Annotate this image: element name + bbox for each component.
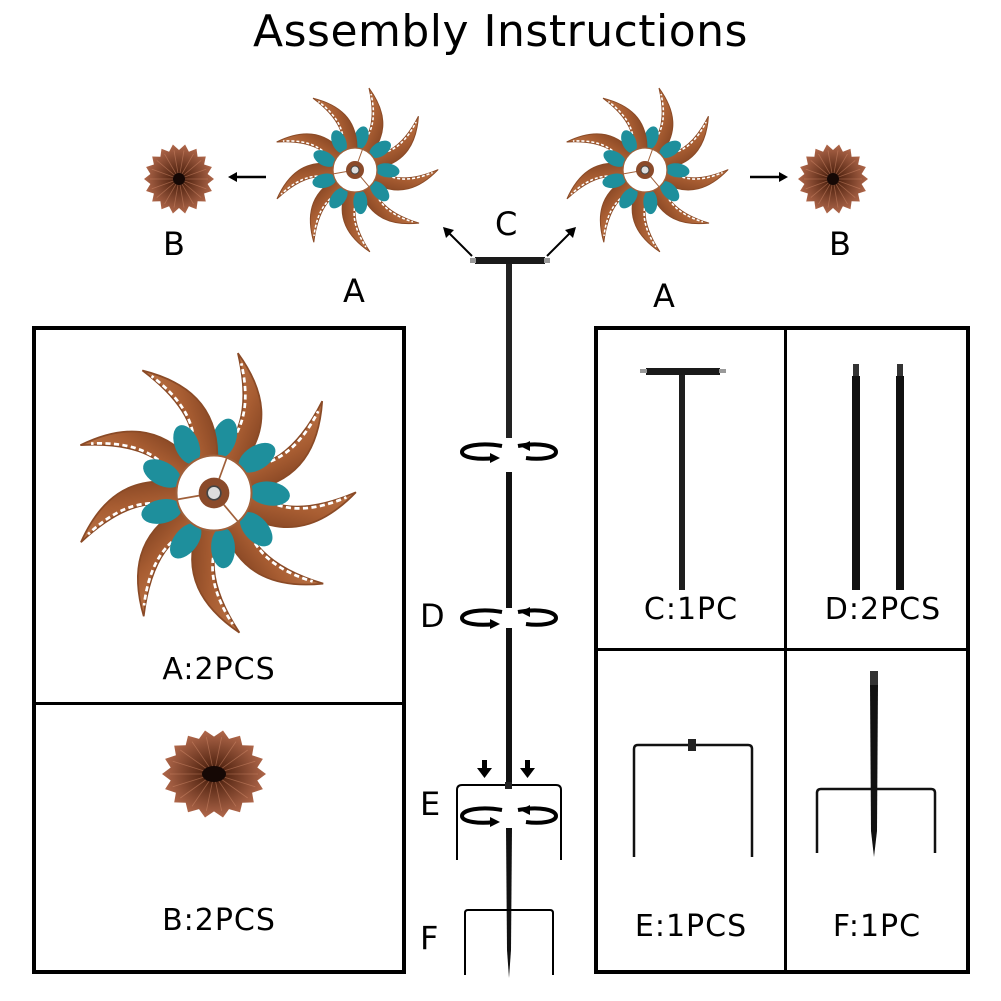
label-b-left: B bbox=[163, 225, 185, 263]
parts-box-right: C:1PC D:2PCS E:1PCS F:1PC bbox=[594, 326, 970, 974]
stake-image bbox=[815, 671, 937, 857]
part-caption-b: B:2PCS bbox=[162, 903, 276, 938]
part-caption-c: C:1PC bbox=[643, 592, 739, 627]
part-card-d: D:2PCS bbox=[787, 330, 967, 648]
divider bbox=[36, 702, 402, 705]
twist-arrow-icon bbox=[459, 805, 559, 827]
t-bar-image bbox=[640, 368, 726, 590]
part-caption-d: D:2PCS bbox=[824, 592, 942, 627]
twist-arrow-icon bbox=[459, 441, 559, 463]
pinwheel-a-right bbox=[566, 87, 729, 253]
part-caption-f: F:1PC bbox=[832, 909, 922, 944]
bracket-image bbox=[632, 739, 754, 857]
pinwheel-a-left bbox=[276, 87, 439, 253]
end-cap-image bbox=[162, 730, 266, 818]
label-d: D bbox=[420, 597, 445, 635]
part-card-a: A:2PCS bbox=[36, 330, 402, 702]
cap-b-right bbox=[798, 144, 868, 214]
assembled-pole bbox=[456, 257, 562, 978]
part-card-f: F:1PC bbox=[787, 651, 967, 971]
down-arrow-icon bbox=[520, 760, 535, 778]
part-card-c: C:1PC bbox=[598, 330, 784, 648]
cap-b-left bbox=[144, 144, 214, 214]
arrow-up-right-icon bbox=[546, 227, 576, 257]
label-b-right: B bbox=[829, 225, 851, 263]
grid-divider-h bbox=[598, 648, 966, 651]
label-c: C bbox=[495, 205, 518, 243]
label-a-left: A bbox=[343, 272, 365, 310]
part-caption-e: E:1PCS bbox=[634, 909, 748, 944]
down-arrow-icon bbox=[477, 760, 492, 778]
twist-arrow-icon bbox=[459, 607, 559, 629]
page-title: Assembly Instructions bbox=[253, 6, 748, 57]
arrow-right-icon bbox=[750, 172, 788, 182]
label-e: E bbox=[420, 785, 441, 823]
part-card-e: E:1PCS bbox=[598, 651, 784, 971]
label-f: F bbox=[420, 919, 439, 957]
label-a-right: A bbox=[653, 277, 675, 315]
parts-box-left: A:2PCS B:2PCS bbox=[32, 326, 406, 974]
arrow-left-icon bbox=[228, 172, 266, 182]
pinwheel-image bbox=[80, 352, 357, 634]
arrow-up-left-icon bbox=[443, 227, 473, 257]
part-card-b: B:2PCS bbox=[36, 705, 402, 970]
part-caption-a: A:2PCS bbox=[162, 652, 276, 687]
extension-poles-image bbox=[852, 364, 904, 590]
